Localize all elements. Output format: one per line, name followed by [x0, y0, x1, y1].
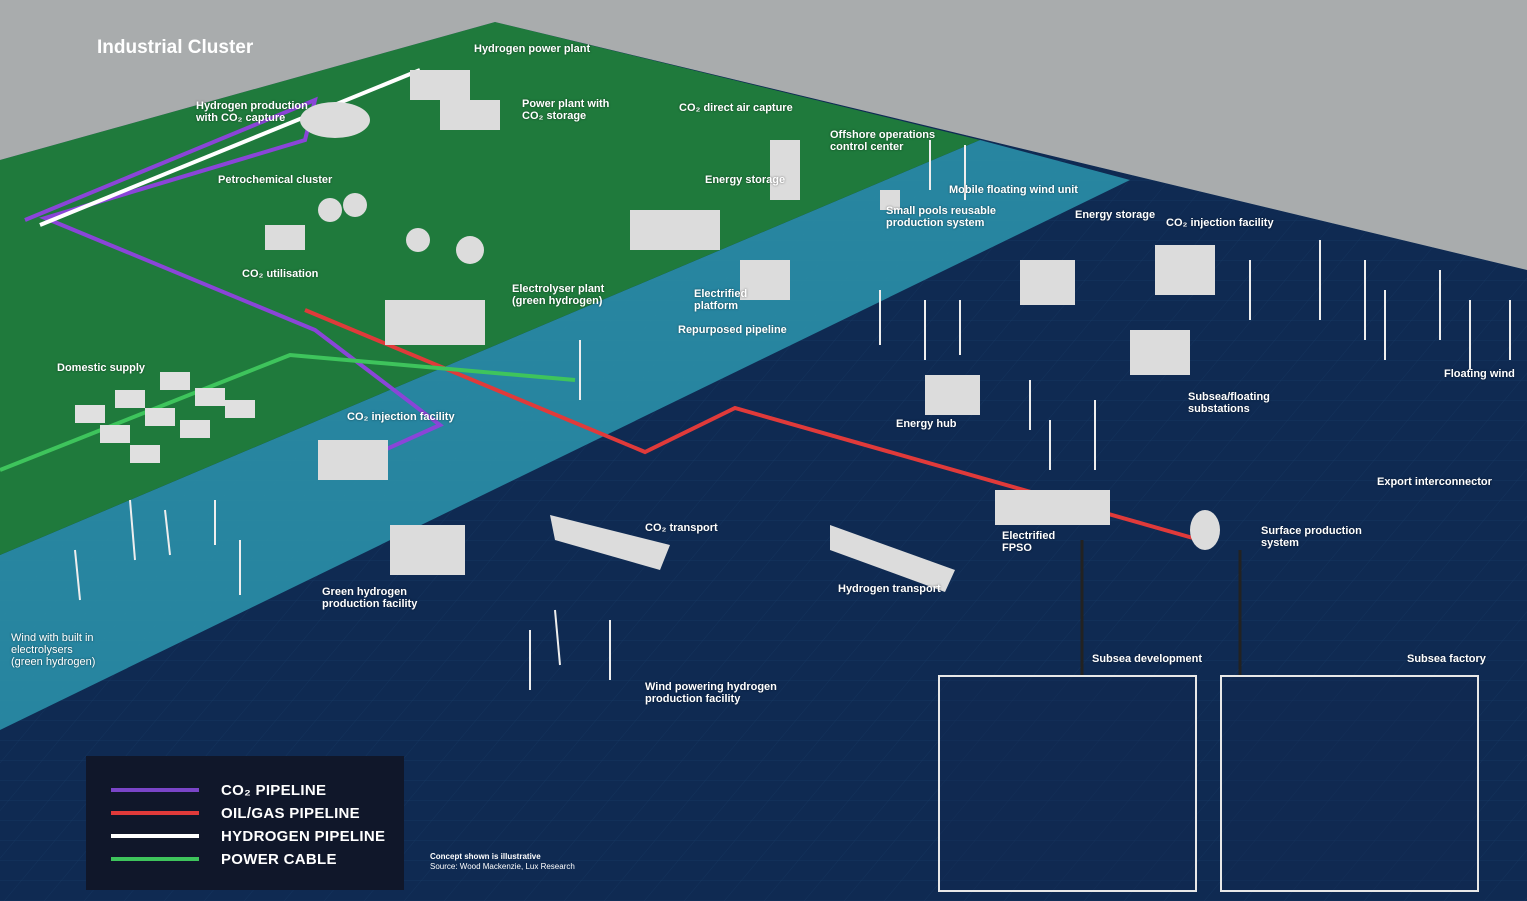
label-hydrogen-power-plant: Hydrogen power plant [474, 43, 591, 55]
label-petrochemical-cluster: Petrochemical cluster [218, 174, 333, 186]
label-surface-production: Surface production system [1261, 525, 1362, 549]
label-hydrogen-production-ccs: Hydrogen production with CO₂ capture [196, 100, 308, 124]
label-power-plant-co2-storage: Power plant with CO₂ storage [522, 98, 610, 122]
subsea-factory-inset [1220, 675, 1479, 892]
oil-gas-pipeline [304, 308, 1201, 542]
label-export-interconnector: Export interconnector [1377, 476, 1492, 488]
label-offshore-ops: Offshore operations control center [830, 129, 936, 153]
power-cable [0, 352, 576, 472]
label-co2-transport: CO₂ transport [645, 522, 718, 534]
label-subsea-floating-substations: Subsea/floating substations [1188, 391, 1270, 415]
shallow-water-band [0, 140, 1130, 730]
label-co2-injection-near: CO₂ injection facility [347, 411, 455, 423]
label-green-hydrogen-facility: Green hydrogen production facility [322, 586, 418, 610]
label-energy-storage-offshore: Energy storage [1075, 209, 1156, 221]
co2-pipeline-swatch [111, 788, 199, 792]
label-subsea-factory: Subsea factory [1407, 653, 1486, 665]
label-electrified-platform: Electrified platform [694, 288, 748, 312]
label-co2-injection-offshore: CO₂ injection facility [1166, 217, 1274, 229]
subsea-development-inset [938, 675, 1197, 892]
hydrogen-pipeline [39, 68, 421, 227]
label-floating-wind: Floating wind [1444, 368, 1515, 380]
label-domestic-supply: Domestic supply [57, 362, 146, 374]
oil-gas-pipeline-swatch [111, 811, 199, 815]
label-co2-utilisation: CO₂ utilisation [242, 268, 319, 280]
label-subsea-development: Subsea development [1092, 653, 1203, 665]
legend: CO₂ PIPELINE OIL/GAS PIPELINE HYDROGEN P… [86, 756, 404, 890]
label-electrified-fpso: Electrified FPSO [1002, 530, 1056, 554]
label-repurposed-pipeline: Repurposed pipeline [678, 324, 787, 336]
legend-co2-pipeline: CO₂ PIPELINE [111, 780, 326, 800]
pipelines [0, 68, 1201, 542]
label-hydrogen-transport: Hydrogen transport [838, 583, 941, 595]
note-illustrative: Concept shown is illustrative [430, 852, 541, 861]
legend-label: OIL/GAS PIPELINE [221, 804, 360, 822]
sky [0, 0, 1527, 270]
legend-oil-gas-pipeline: OIL/GAS PIPELINE [111, 803, 360, 823]
co2-pipeline [24, 96, 444, 472]
source-note: Concept shown is illustrative Source: Wo… [430, 852, 575, 872]
label-small-pools: Small pools reusable production system [886, 205, 997, 229]
label-energy-hub: Energy hub [896, 418, 957, 430]
label-mobile-floating-wind: Mobile floating wind unit [949, 184, 1078, 196]
wind-turbines [74, 140, 1511, 690]
legend-hydrogen-pipeline: HYDROGEN PIPELINE [111, 826, 385, 846]
legend-label: CO₂ PIPELINE [221, 781, 327, 799]
legend-power-cable: POWER CABLE [111, 849, 337, 869]
houses [75, 372, 255, 463]
label-energy-storage-land: Energy storage [705, 174, 786, 186]
hydrogen-pipeline-swatch [111, 834, 199, 838]
note-source: Source: Wood Mackenzie, Lux Research [430, 862, 575, 871]
legend-label: POWER CABLE [221, 850, 337, 868]
legend-label: HYDROGEN PIPELINE [221, 827, 386, 845]
power-cable-swatch [111, 857, 199, 861]
land [0, 22, 980, 555]
label-co2-direct-air-capture: CO₂ direct air capture [679, 102, 793, 114]
label-wind-electrolysers: Wind with built in electrolysers (green … [11, 632, 96, 668]
facilities [265, 70, 1220, 592]
page-title: Industrial Cluster [97, 37, 254, 58]
label-wind-powering-hydrogen: Wind powering hydrogen production facili… [645, 681, 777, 705]
label-electrolyser-plant: Electrolyser plant (green hydrogen) [512, 283, 605, 307]
